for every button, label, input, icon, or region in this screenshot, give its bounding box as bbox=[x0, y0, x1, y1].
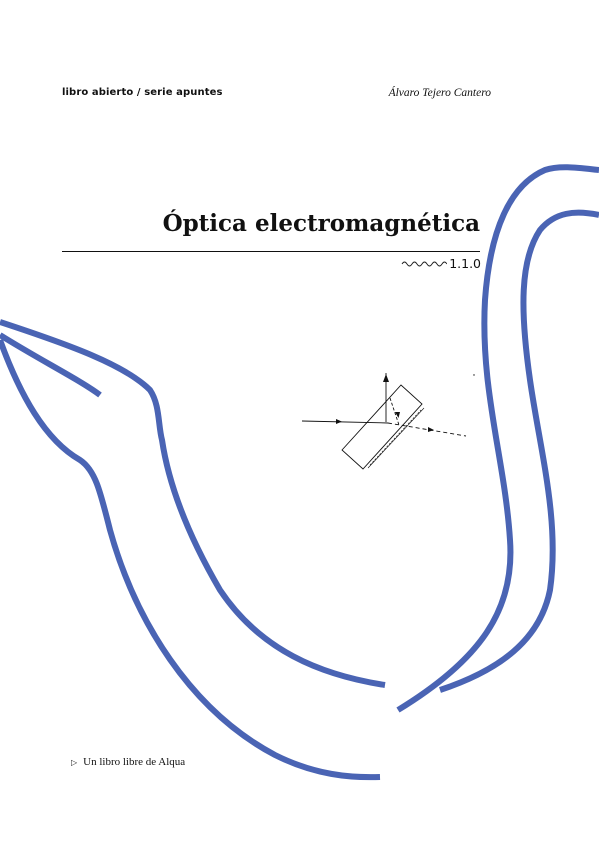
title-rule bbox=[62, 251, 480, 252]
left-swirl-inner bbox=[0, 338, 381, 781]
triangle-right-icon: ▷ bbox=[71, 757, 78, 767]
left-swirl-outer bbox=[0, 319, 386, 688]
footer-note: ▷ Un libro libre de Alqua bbox=[71, 756, 185, 768]
beam-splitter-illustration bbox=[301, 373, 475, 470]
version-number: 1.1.0 bbox=[449, 256, 481, 271]
left-swirl-middle bbox=[0, 332, 102, 398]
incident-ray bbox=[301, 420, 389, 424]
footer-text: Un libro libre de Alqua bbox=[83, 756, 186, 768]
glass-plate bbox=[341, 384, 423, 470]
squiggle-icon bbox=[401, 261, 448, 266]
version-line: 1.1.0 bbox=[401, 256, 481, 271]
series-label: libro abierto / serie apuntes bbox=[62, 87, 223, 98]
plate-edge bbox=[367, 407, 425, 469]
author-name: Álvaro Tejero Cantero bbox=[388, 87, 491, 99]
right-swirl-inner bbox=[439, 209, 599, 693]
transmitted-ray bbox=[387, 422, 467, 437]
book-title: Óptica electromagnética bbox=[162, 210, 480, 237]
right-swirl-outer bbox=[396, 164, 599, 713]
refracted-ray bbox=[389, 397, 400, 426]
